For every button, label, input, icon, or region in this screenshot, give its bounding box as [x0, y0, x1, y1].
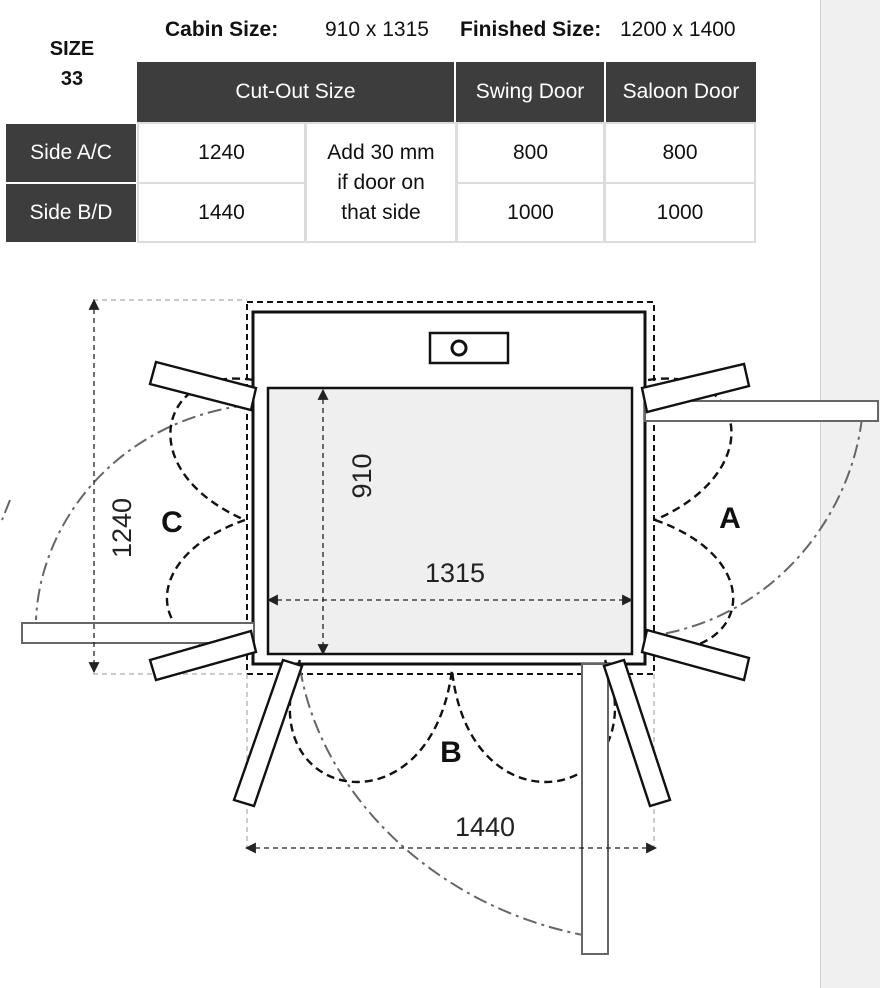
finished-size-label: Finished Size:	[460, 18, 602, 41]
side-b-label: B	[440, 736, 462, 769]
swing-door-panels	[21, 400, 879, 955]
dimension-lines	[88, 298, 658, 854]
cabin-size-value: 910 x 1315	[325, 18, 429, 41]
cutout-side-ac: 1240	[137, 122, 306, 184]
cabin-inner-area	[266, 386, 634, 656]
heater-sensor-icon	[450, 339, 468, 357]
cutout-side-bd: 1440	[137, 182, 306, 243]
swing-door-side-ac: 800	[456, 122, 605, 184]
saloon-door-leaves	[148, 360, 751, 808]
side-c-label: C	[161, 506, 183, 539]
row-header-side-bd: Side B/D	[6, 184, 136, 242]
dimension-depth-label: 910	[347, 453, 377, 498]
size-label: SIZE 33	[49, 38, 95, 90]
column-header-cutout: Cut-Out Size	[137, 62, 454, 122]
door-allowance-note: Add 30 mm if door on that side	[305, 122, 457, 243]
finished-size-value: 1200 x 1400	[620, 18, 736, 41]
dimension-side-ac-label: 1240	[107, 498, 137, 558]
column-header-saloon-door: Saloon Door	[606, 62, 756, 122]
heater-unit	[428, 331, 510, 365]
dimension-width-label: 1315	[425, 558, 485, 588]
dimension-side-bd-label: 1440	[455, 812, 515, 842]
column-header-swing-door: Swing Door	[456, 62, 604, 122]
saloon-door-side-bd: 1000	[604, 182, 756, 243]
saloon-door-side-ac: 800	[604, 122, 756, 184]
right-side-panel	[820, 0, 880, 988]
side-a-label: A	[719, 502, 741, 535]
cabin-size-label: Cabin Size:	[165, 18, 279, 41]
row-header-side-ac: Side A/C	[6, 124, 136, 182]
